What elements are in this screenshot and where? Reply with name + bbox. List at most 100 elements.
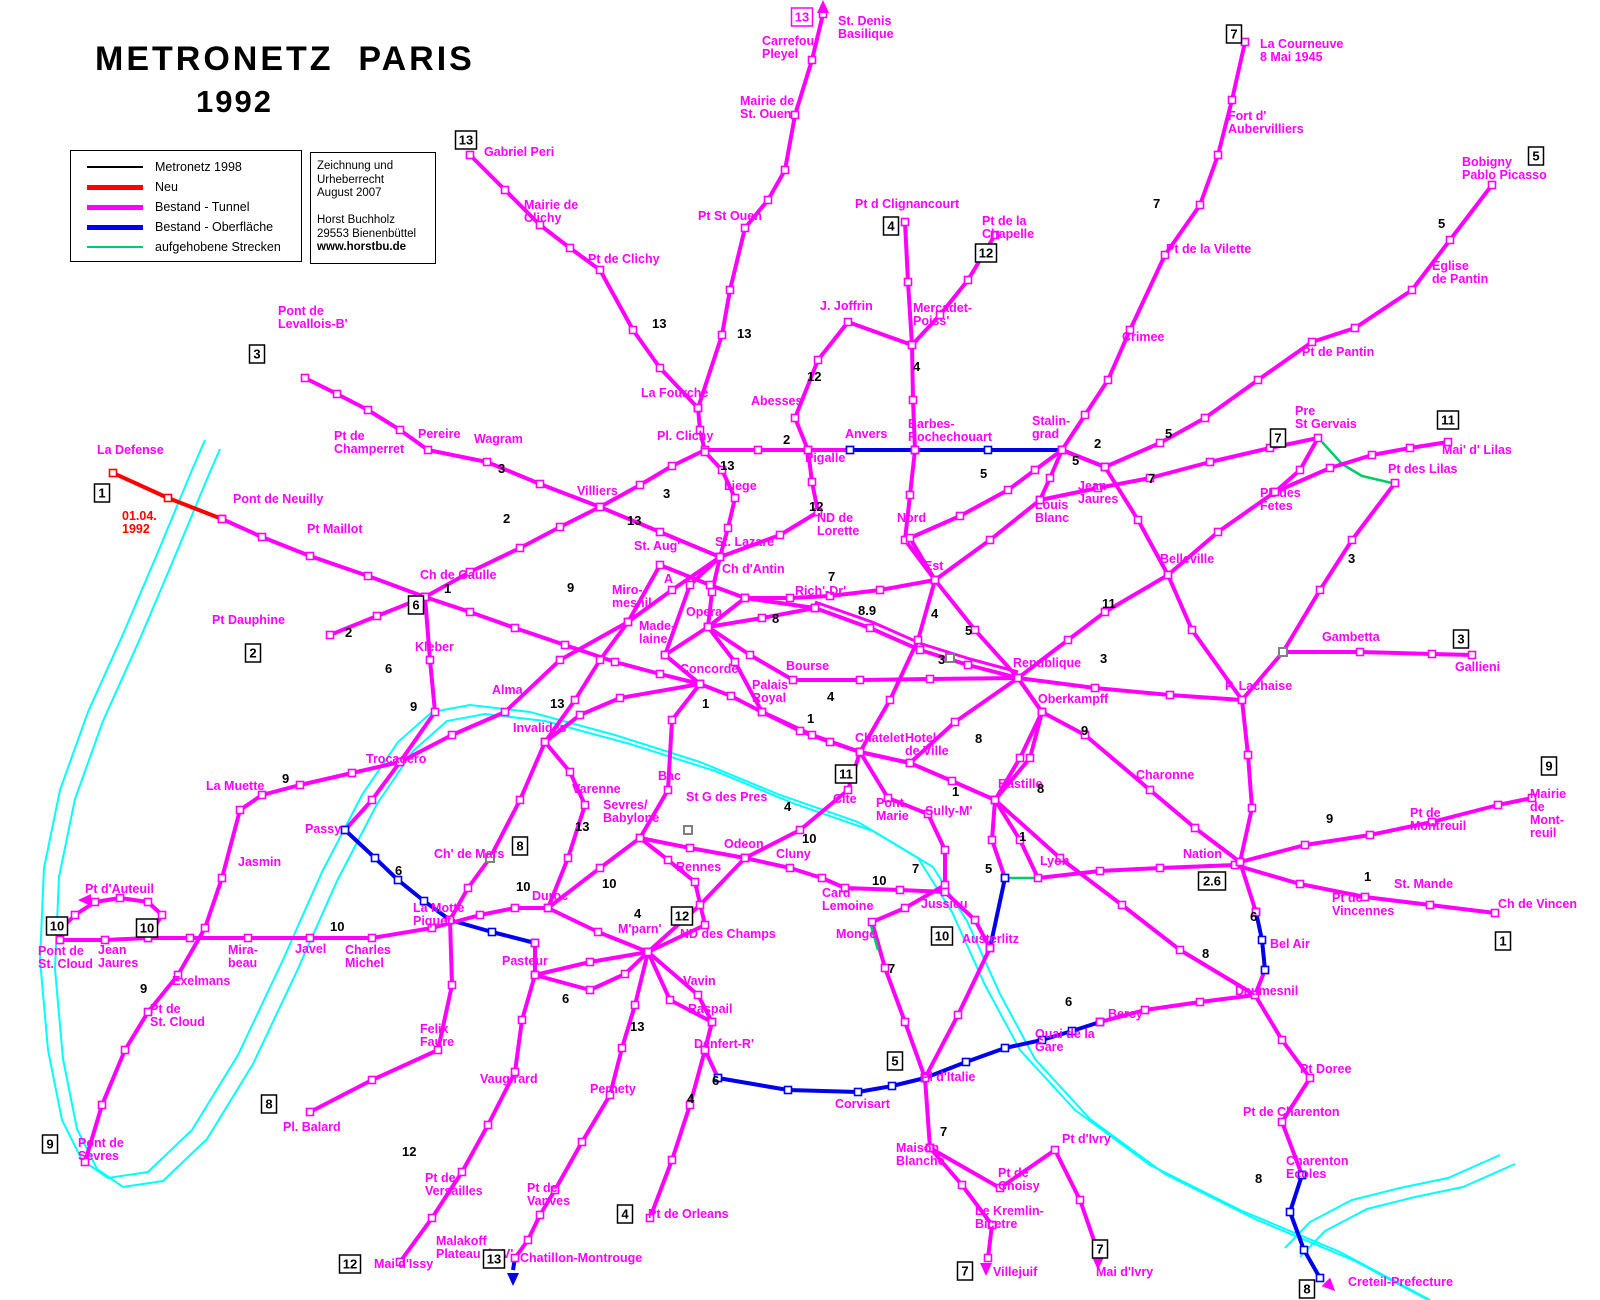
- station-marker: [730, 657, 740, 667]
- line-badge: 8: [265, 1097, 272, 1112]
- station-label: Vavin: [683, 974, 716, 988]
- station-marker: [685, 1100, 695, 1110]
- metro-line-green-monge: [868, 921, 880, 951]
- station-marker: [1080, 730, 1090, 740]
- station-label: Denfert-R': [694, 1037, 754, 1051]
- station-marker: [1493, 800, 1503, 810]
- station-marker: [790, 110, 800, 120]
- station-marker: [395, 757, 405, 767]
- station-marker: [1260, 965, 1270, 975]
- credit-line: Zeichnung und: [317, 160, 394, 172]
- station-marker: [700, 1045, 710, 1055]
- line-number: 4: [784, 799, 792, 814]
- station-marker: [1390, 478, 1400, 488]
- station-marker: [705, 580, 715, 590]
- station-label: Nord: [897, 511, 926, 525]
- station-marker: [908, 395, 918, 405]
- station-marker: [363, 405, 373, 415]
- legend-item: Neu: [71, 177, 301, 197]
- station-label: Jussieu: [921, 897, 968, 911]
- station-label: Card'Lemoine: [822, 886, 873, 913]
- line-badge: 5: [1532, 149, 1539, 164]
- station-marker: [1297, 1170, 1307, 1180]
- station-marker: [517, 1015, 527, 1025]
- station-label: Chatelet: [855, 731, 905, 745]
- station-marker: [695, 425, 705, 435]
- line-badge-box: [1527, 146, 1545, 166]
- station-marker: [1195, 200, 1205, 210]
- station-marker: [595, 265, 605, 275]
- line-arrow: [507, 1273, 519, 1286]
- station-marker: [555, 522, 565, 532]
- metro-line-3: [304, 376, 1473, 702]
- station-label: Anvers: [845, 427, 887, 441]
- station-marker: [940, 880, 950, 890]
- line-badge-box: [248, 344, 266, 364]
- line-number: 8: [975, 731, 982, 746]
- line-number: 13: [550, 696, 564, 711]
- station-marker: [643, 947, 653, 957]
- line-badge-box: [834, 764, 858, 784]
- station-marker: [555, 655, 565, 665]
- station-marker: [925, 674, 935, 684]
- station-label: Pl d'Italie: [921, 1070, 975, 1084]
- station-marker: [332, 389, 342, 399]
- line-badge: 8: [1303, 1282, 1310, 1297]
- station-marker: [1025, 753, 1035, 763]
- line-number: 2: [503, 511, 510, 526]
- line-number: 6: [712, 1073, 719, 1088]
- station-marker: [930, 575, 940, 585]
- river-seine: [38, 439, 1431, 1300]
- line-number: 5: [1438, 216, 1445, 231]
- line-badge: 11: [1441, 413, 1455, 428]
- station-marker: [483, 1120, 493, 1130]
- station-label: A: [664, 572, 673, 586]
- station-marker: [905, 490, 915, 500]
- station-marker: [961, 1057, 971, 1067]
- station-marker: [217, 514, 227, 524]
- station-label: Mercadet-Poiss': [913, 301, 972, 328]
- station-label: Oberkampff: [1038, 692, 1109, 706]
- line-number: 13: [720, 458, 734, 473]
- line-number: 6: [562, 991, 569, 1006]
- station-label: La Fourche: [641, 386, 708, 400]
- station-marker: [790, 413, 800, 423]
- station-marker: [1237, 695, 1247, 705]
- station-marker: [1155, 438, 1165, 448]
- station-marker: [807, 730, 817, 740]
- station-marker: [715, 552, 725, 562]
- station-marker: [947, 776, 957, 786]
- station-marker: [300, 373, 310, 383]
- station-marker: [623, 617, 633, 627]
- metro-line-5-north: [1061, 183, 1494, 469]
- station-marker: [840, 883, 850, 893]
- station-marker: [200, 923, 210, 933]
- line-number: 9: [1081, 723, 1088, 738]
- station-marker: [910, 445, 920, 455]
- station-marker: [570, 695, 580, 705]
- station-label: Rennes: [676, 860, 721, 874]
- station-label: Pt des Lilas: [1388, 462, 1458, 476]
- line-badge-box: [482, 1249, 506, 1269]
- line-number: 7: [828, 569, 835, 584]
- station-label: Vaugirard: [480, 1072, 538, 1086]
- station-marker: [1175, 945, 1185, 955]
- line-number: 10: [516, 879, 530, 894]
- station-marker: [1407, 285, 1417, 295]
- station-marker: [1163, 570, 1173, 580]
- line-number: 3: [1348, 551, 1355, 566]
- legend-swatch: [87, 166, 143, 168]
- line-number: 10: [602, 876, 616, 891]
- station-label: Trocadero: [366, 752, 427, 766]
- line-badge: 7: [1230, 27, 1237, 42]
- station-marker: [1250, 990, 1260, 1000]
- station-label: Opera: [686, 605, 723, 619]
